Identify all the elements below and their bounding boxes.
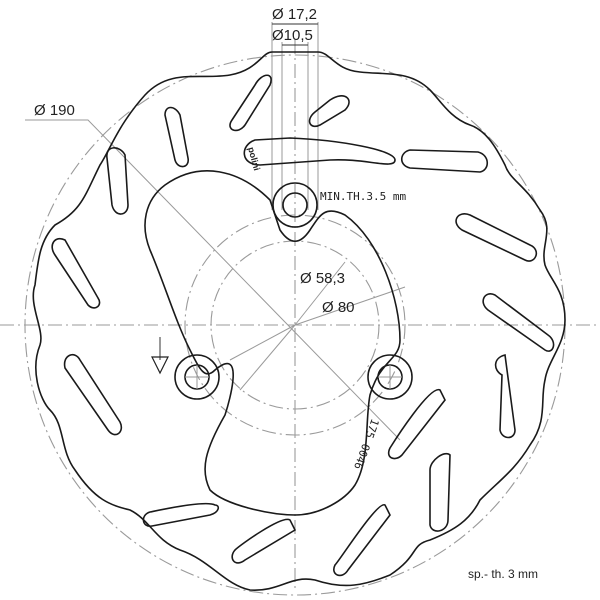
cooling-slots	[51, 74, 555, 577]
part-number-label: 175 0046	[351, 417, 381, 471]
dim-boltcircle-label: Ø 80	[322, 299, 355, 316]
disc-hub-cutout	[144, 170, 401, 516]
bolt-holes	[174, 182, 413, 400]
dim-outer-label: Ø 190	[34, 102, 75, 119]
bolt-circle	[184, 214, 406, 436]
brand-stamp: polini	[246, 146, 262, 172]
dim-190	[25, 119, 401, 441]
direction-arrow-icon	[151, 337, 169, 375]
polini-slot	[243, 137, 396, 166]
dim-center	[229, 261, 406, 391]
min-thickness-label: MIN.TH.3.5 mm	[320, 190, 406, 203]
dim-bolt-inner-label: Ø10,5	[272, 27, 313, 44]
disc-outer-edge	[32, 51, 566, 591]
dim-bolt-hole	[271, 22, 319, 210]
thickness-label: sp.- th. 3 mm	[468, 567, 538, 581]
dim-bore-label: Ø 58,3	[300, 270, 345, 287]
centerlines	[0, 40, 600, 596]
dim-bolt-outer-label: Ø 17,2	[272, 6, 317, 23]
